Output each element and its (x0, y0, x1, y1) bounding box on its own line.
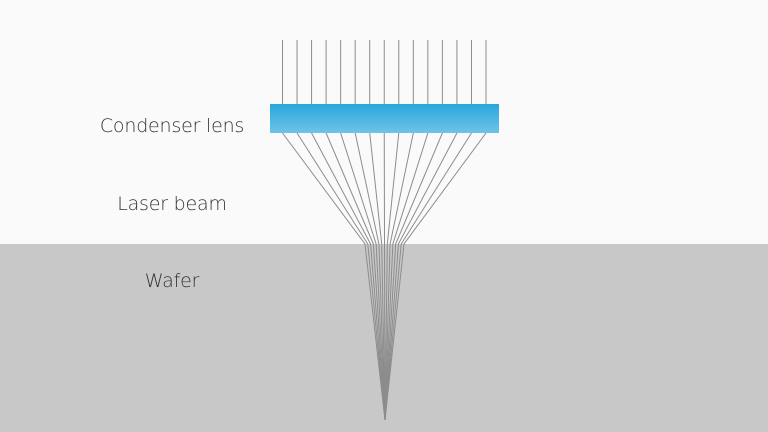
condenser-lens-label: Condenser lens (99, 115, 245, 137)
laser-rays (282, 40, 487, 421)
laser-ray (384, 40, 487, 421)
laser-ray (340, 40, 386, 421)
laser-ray (384, 40, 458, 421)
laser-ray (384, 40, 443, 421)
laser-ray (311, 40, 386, 421)
laser-beam-label: Laser beam (117, 193, 227, 215)
laser-ray (384, 40, 429, 421)
laser-ray (282, 40, 386, 421)
laser-ray (369, 40, 386, 421)
laser-ray (325, 40, 386, 421)
laser-ray (384, 40, 414, 421)
laser-ray (384, 40, 472, 421)
laser-ray (296, 40, 386, 421)
laser-ray (354, 40, 386, 421)
laser-ray (384, 40, 400, 421)
laser-ray (383, 40, 386, 421)
condenser-lens (270, 104, 499, 133)
wafer-label: Wafer (144, 270, 200, 292)
